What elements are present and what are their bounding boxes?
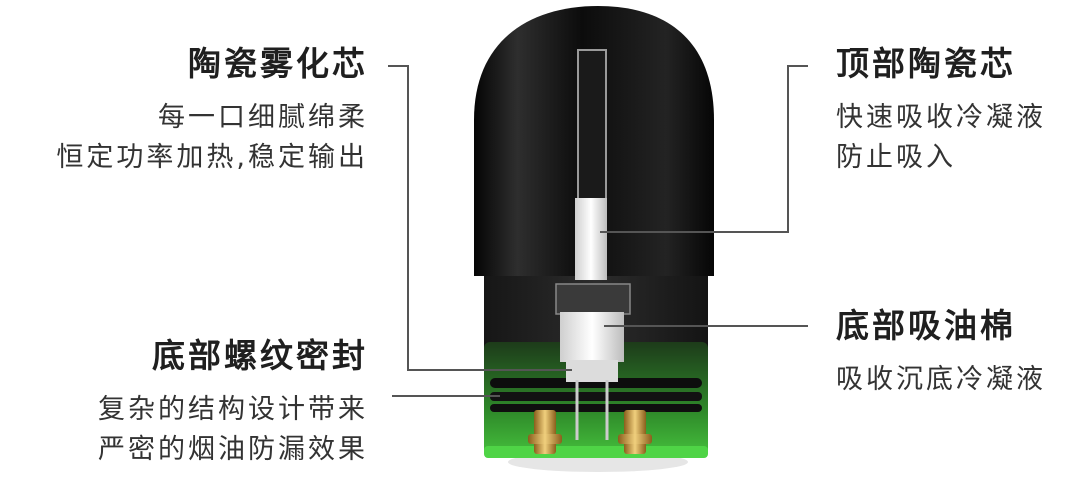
callout-line: 防止吸入 (836, 142, 956, 173)
center-tube (577, 49, 607, 201)
callout-line: 快速吸收冷凝液 (836, 102, 1046, 133)
callout-line: 吸收沉底冷凝液 (836, 364, 1046, 395)
callout-ceramic-core: 陶瓷雾化芯 每一口细腻绵柔 恒定功率加热,稳定输出 (56, 44, 368, 178)
core-holder (555, 283, 631, 315)
leader-lines (388, 65, 808, 397)
callout-line: 恒定功率加热,稳定输出 (56, 142, 368, 173)
callout-title: 底部螺纹密封 (152, 336, 368, 375)
thread-rings (490, 378, 702, 412)
callout-title: 顶部陶瓷芯 (836, 44, 1016, 83)
callout-bottom-seal: 底部螺纹密封 复杂的结构设计带来 严密的烟油防漏效果 (98, 336, 368, 470)
top-ceramic-core (575, 198, 607, 280)
leader-top-ceramic (600, 65, 808, 233)
gold-pins (528, 410, 652, 454)
leader-ceramic-core (388, 65, 572, 371)
bottom-cotton (560, 312, 624, 362)
callout-bottom-cotton: 底部吸油棉 吸收沉底冷凝液 (836, 306, 1046, 400)
callout-title: 底部吸油棉 (836, 306, 1016, 345)
callout-title: 陶瓷雾化芯 (188, 44, 368, 83)
callout-line: 严密的烟油防漏效果 (98, 434, 368, 465)
callout-line: 每一口细腻绵柔 (158, 102, 368, 133)
callout-top-ceramic: 顶部陶瓷芯 快速吸收冷凝液 防止吸入 (836, 44, 1046, 178)
callout-line: 复杂的结构设计带来 (98, 394, 368, 425)
